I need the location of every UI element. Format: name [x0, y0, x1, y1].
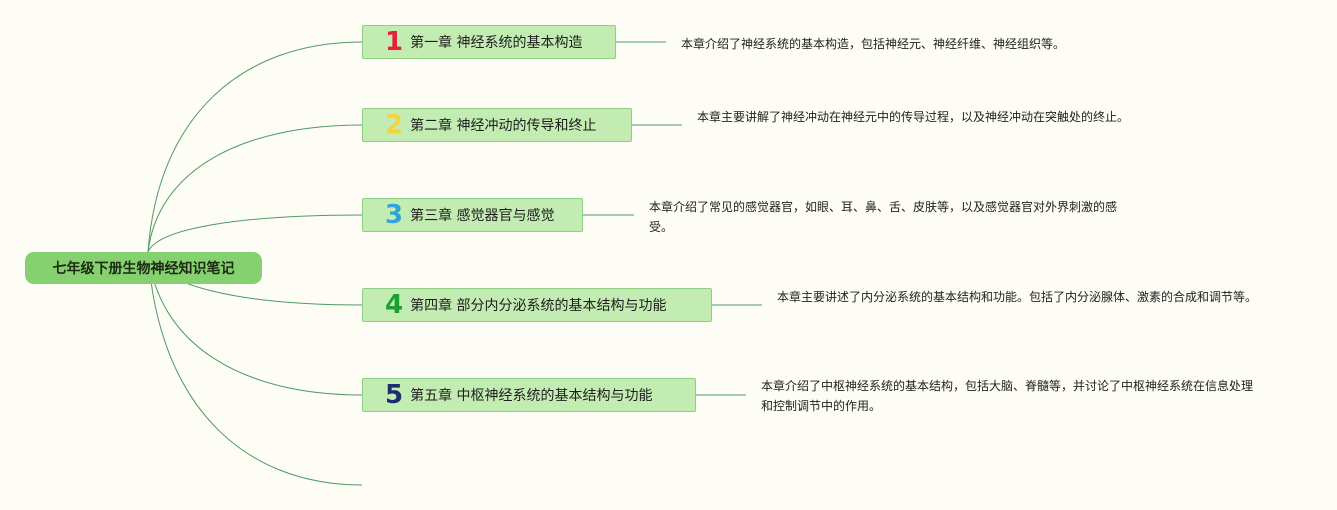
branch-curve-3	[147, 214, 363, 253]
chapter-description-2: 本章主要讲解了神经冲动在神经元中的传导过程，以及神经冲动在突触处的终止。	[697, 110, 1130, 124]
chapter-description-5: 本章介绍了中枢神经系统的基本结构，包括大脑、脊髓等，并讨论了中枢神经系统在信息处…	[761, 379, 1254, 413]
chapter-description-3: 本章介绍了常见的感觉器官，如眼、耳、鼻、舌、皮肤等，以及感觉器官对外界刺激的感受…	[649, 200, 1118, 234]
chapter-node-2[interactable]: 2 第二章 神经冲动的传导和终止	[362, 108, 632, 142]
chapter-description-4: 本章主要讲述了内分泌系统的基本结构和功能。包括了内分泌腺体、激素的合成和调节等。	[777, 290, 1258, 304]
chapter-title: 第二章 神经冲动的传导和终止	[410, 118, 597, 134]
root-title: 七年级下册生物神经知识笔记	[52, 261, 235, 277]
chapter-number: 4	[385, 290, 404, 320]
chapter-node-3[interactable]: 3 第三章 感觉器官与感觉	[362, 198, 583, 232]
chapter-title: 第四章 部分内分泌系统的基本结构与功能	[410, 298, 667, 314]
chapter-number: 3	[385, 200, 404, 230]
chapter-title: 第一章 神经系统的基本构造	[410, 35, 583, 51]
branch-curve-1	[147, 41, 363, 253]
chapter-node-1[interactable]: 1 第一章 神经系统的基本构造	[362, 25, 616, 59]
chapter-node-5[interactable]: 5 第五章 中枢神经系统的基本结构与功能	[362, 378, 696, 412]
branch-curve-2	[147, 124, 363, 253]
chapter-number: 2	[385, 110, 404, 140]
branch-curve-6	[147, 251, 363, 486]
branch-curve-5	[147, 251, 363, 396]
chapter-title: 第三章 感觉器官与感觉	[410, 208, 555, 224]
chapter-description-1: 本章介绍了神经系统的基本构造，包括神经元、神经纤维、神经组织等。	[681, 37, 1066, 51]
chapter-node-4[interactable]: 4 第四章 部分内分泌系统的基本结构与功能	[362, 288, 712, 322]
chapter-number: 1	[385, 27, 404, 57]
chapter-title: 第五章 中枢神经系统的基本结构与功能	[410, 388, 653, 404]
chapter-number: 5	[385, 380, 404, 410]
root-node[interactable]: 七年级下册生物神经知识笔记	[25, 252, 262, 284]
